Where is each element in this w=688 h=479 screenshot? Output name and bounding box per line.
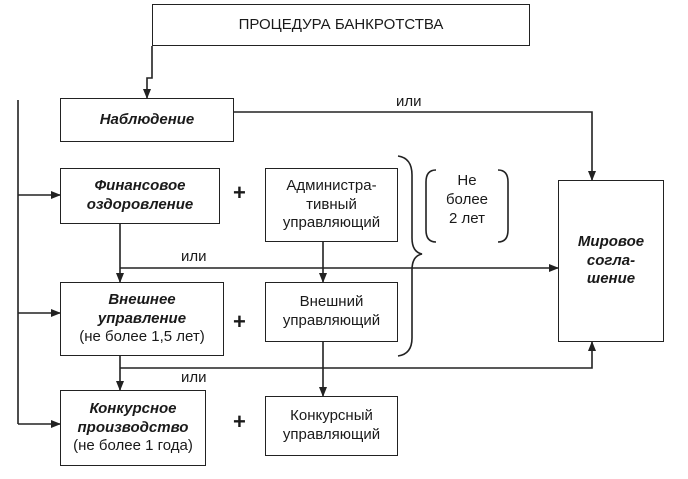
or-label-top: или xyxy=(396,93,422,110)
external-manager-box: Внешний управляющий xyxy=(265,282,398,342)
observation-box: Наблюдение xyxy=(60,98,234,142)
bankruptcy-manager-line-2: управляющий xyxy=(282,426,381,443)
plus-sign-3: + xyxy=(233,409,246,434)
observation-label: Наблюдение xyxy=(99,110,195,128)
arrow-lower-or-to-settlement xyxy=(120,341,596,369)
administrative-manager-line-1: Админиcтра- xyxy=(286,176,377,194)
settlement-line-3: шение xyxy=(586,270,636,288)
bankruptcy-proceedings-box: Конкурсное производство (не более 1 года… xyxy=(60,390,206,466)
external-management-duration: (не более 1,5 лет) xyxy=(79,328,205,346)
administrative-manager-box: Админиcтра- тивный управляющий xyxy=(265,168,398,242)
financial-recovery-box: Финансовое оздоровление xyxy=(60,168,220,224)
external-management-box: Внешнее управление (не более 1,5 лет) xyxy=(60,282,224,356)
curly-brace xyxy=(397,155,423,357)
financial-recovery-label-line-1: Финансовое xyxy=(94,177,186,195)
page-title: ПРОЦЕДУРА БАНКРОТСТВА xyxy=(238,15,444,33)
time-limit-line-2: более xyxy=(445,190,489,208)
title-box: ПРОЦЕДУРА БАНКРОТСТВА xyxy=(152,4,530,46)
arrow-title-to-observation xyxy=(143,46,153,99)
bankruptcy-proceedings-line-2: производство xyxy=(77,418,189,436)
settlement-line-1: Мировое xyxy=(577,232,645,250)
bankruptcy-proceedings-duration: (не более 1 года) xyxy=(73,437,193,455)
note-bracket-right xyxy=(497,169,509,243)
time-limit-line-1: Не xyxy=(457,172,477,189)
time-limit-note: Не более 2 лет xyxy=(438,172,496,228)
external-management-line-2: управление xyxy=(97,309,187,327)
external-manager-line-1: Внешний xyxy=(299,293,364,311)
administrative-manager-line-3: управляющий xyxy=(282,214,381,232)
arrow-observation-to-settlement xyxy=(234,111,596,181)
settlement-line-2: согла- xyxy=(586,251,636,269)
note-bracket-left xyxy=(425,169,437,243)
administrative-manager-line-2: тивный xyxy=(306,195,357,213)
bankruptcy-proceedings-line-1: Конкурсное xyxy=(89,399,177,417)
external-manager-line-2: управляющий xyxy=(282,312,381,329)
or-label-middle: или xyxy=(181,248,207,265)
plus-sign-2: + xyxy=(233,309,246,334)
bankruptcy-manager-box: Конкурсный управляющий xyxy=(265,396,398,456)
bankruptcy-manager-line-1: Конкурсный xyxy=(290,407,373,425)
settlement-box: Мировое согла- шение xyxy=(558,180,664,342)
external-management-line-1: Внешнее xyxy=(108,290,176,308)
time-limit-line-3: 2 лет xyxy=(449,209,485,227)
financial-recovery-label-line-2: оздоровление xyxy=(86,196,194,213)
plus-sign-1: + xyxy=(233,180,246,205)
or-label-bottom: или xyxy=(181,369,207,386)
